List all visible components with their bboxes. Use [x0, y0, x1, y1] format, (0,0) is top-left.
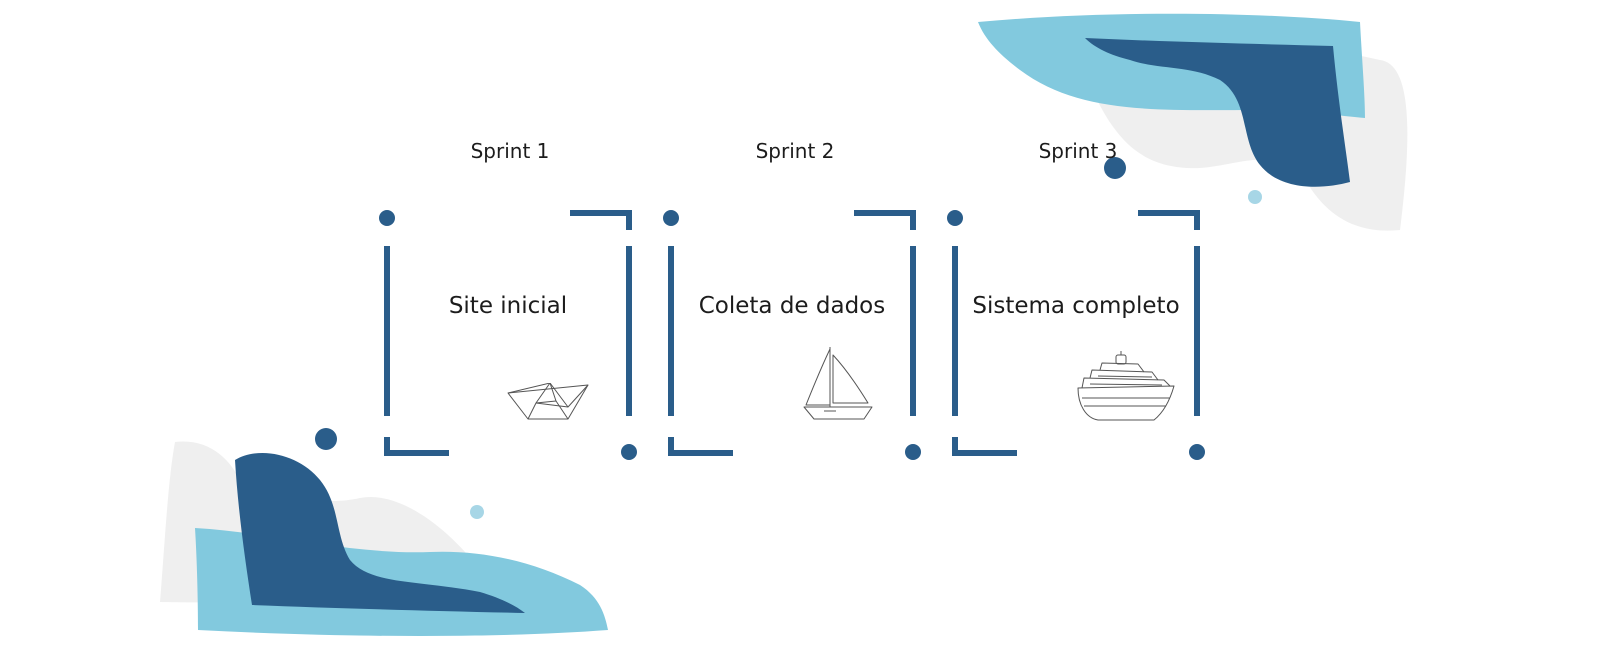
cruise-ship-icon: [1077, 351, 1175, 421]
sprint-2-bracket-frame: [663, 210, 921, 460]
sprint-2-label: Sprint 2: [755, 139, 835, 163]
sprint-1-title: Site inicial: [448, 293, 568, 319]
sprint-3-title: Sistema completo: [972, 293, 1180, 319]
sprint-2-card: Coleta de dados: [662, 205, 922, 465]
sprint-3-card: Sistema completo: [946, 205, 1206, 465]
sailboat-icon: [803, 347, 873, 420]
sprint-1-bracket-frame: [379, 210, 637, 460]
sprint-1-card: Site inicial: [378, 205, 638, 465]
sprint-3-label: Sprint 3: [1038, 139, 1118, 163]
bottom-left-wave-decoration: [160, 428, 608, 636]
sprint-2-title: Coleta de dados: [698, 293, 886, 319]
paper-boat-icon: [507, 383, 589, 420]
sprint-3-bracket-frame: [947, 210, 1205, 460]
top-right-wave-decoration: [978, 13, 1408, 231]
sprint-1-label: Sprint 1: [470, 139, 550, 163]
